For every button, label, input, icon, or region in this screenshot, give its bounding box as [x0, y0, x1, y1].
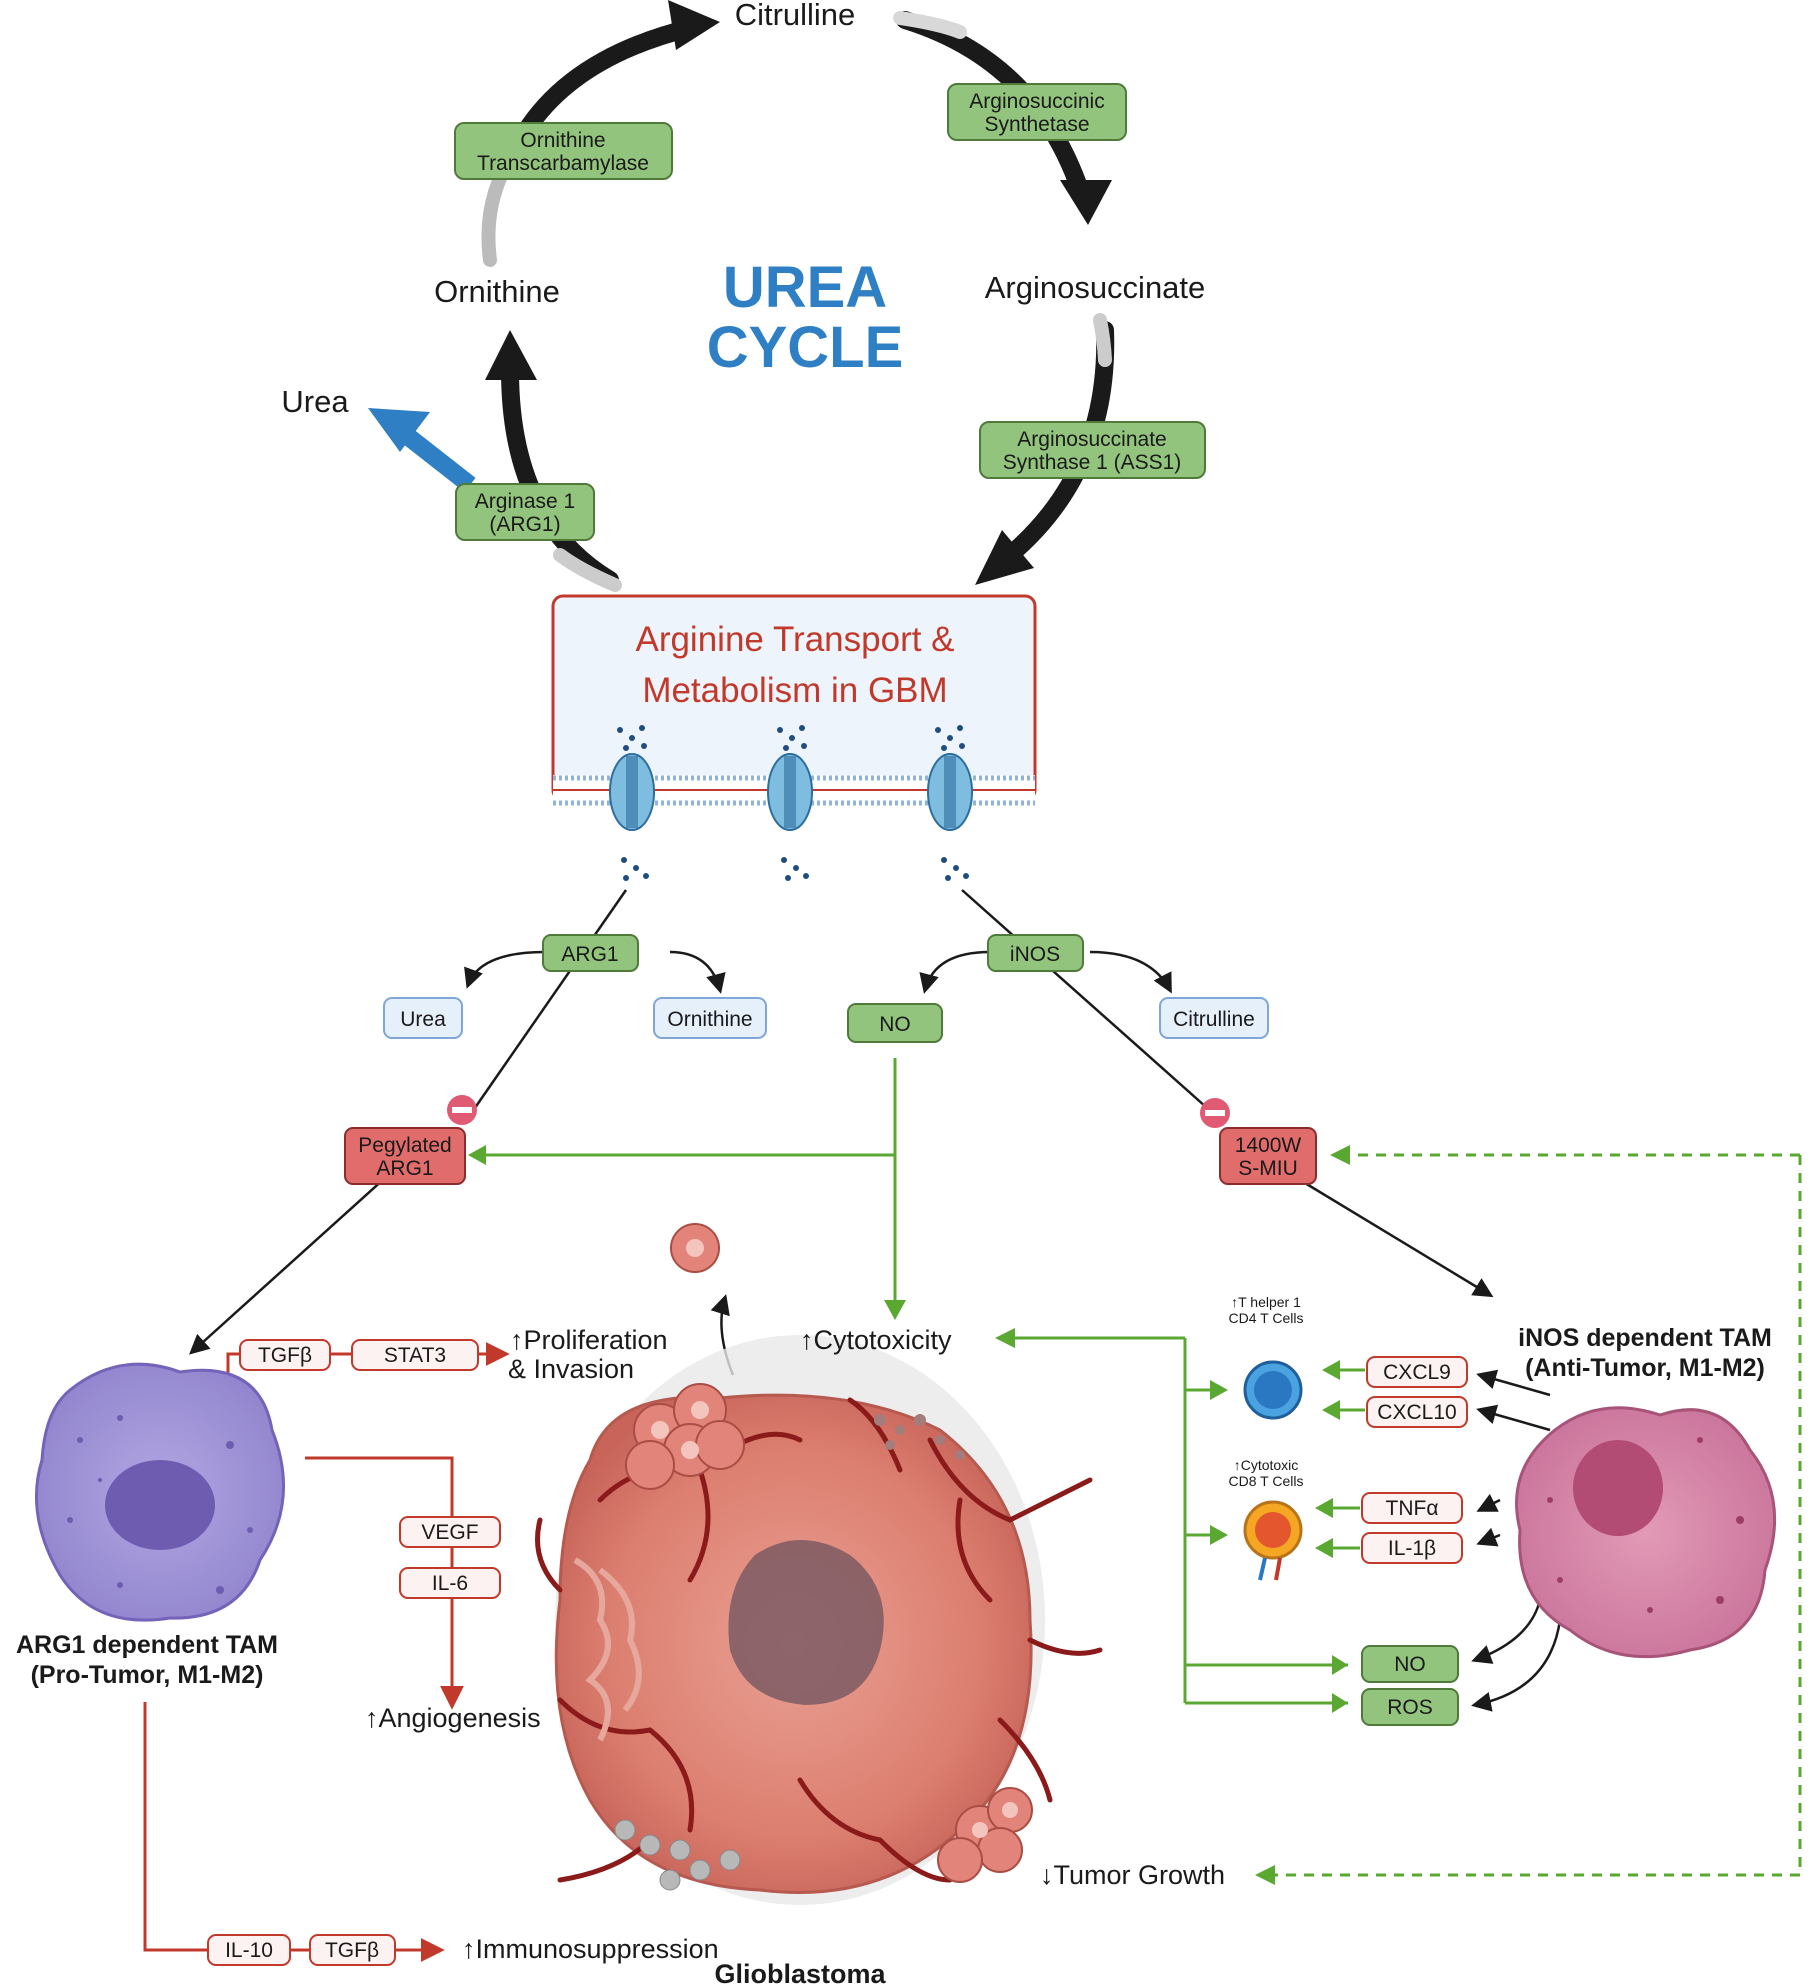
transporter-1 — [609, 725, 655, 881]
product-no: NO — [847, 1003, 943, 1043]
pegylated-line1: Pegylated — [358, 1134, 451, 1157]
cycle-arrowhead-arginine — [975, 530, 1034, 585]
th1-label-line1: ↑T helper 1 — [1231, 1294, 1301, 1310]
ctl-label-line2: CD8 T Cells — [1229, 1473, 1304, 1489]
cytokine-box-tnfa: TNFα — [1361, 1492, 1463, 1524]
metabolite-citrulline: Citrulline — [735, 0, 856, 32]
proliferation-label-line1: ↑Proliferation — [510, 1325, 668, 1355]
cytokine-box-il1b: IL-1β — [1361, 1532, 1463, 1564]
signal-box-il6: IL-6 — [399, 1567, 501, 1599]
cd8-t-cell — [1243, 1500, 1303, 1581]
inhibitor-line2: S-MIU — [1238, 1157, 1298, 1180]
cytotoxicity-label: ↑Cytotoxicity — [800, 1325, 952, 1355]
urea-cycle-title-line2: CYCLE — [707, 315, 904, 380]
glioblastoma-label: Glioblastoma — [714, 1959, 886, 1985]
inos-tam-title-line2: (Anti-Tumor, M1-M2) — [1525, 1354, 1765, 1382]
enzyme-box-arg1-cycle: Arginase 1 (ARG1) — [455, 483, 595, 541]
enzyme-box-inos: iNOS — [987, 934, 1084, 972]
cxcl10-label: CXCL10 — [1377, 1401, 1456, 1424]
gbm-transport-box: Arginine Transport & Metabolism in GBM — [551, 594, 1037, 881]
enzyme-box-arg1: ARG1 — [542, 934, 639, 972]
arg1-label: ARG1 — [561, 943, 618, 966]
metabolite-ornithine: Ornithine — [434, 274, 560, 309]
proliferation-label-line2: & Invasion — [508, 1354, 634, 1384]
signal-box-il10: IL-10 — [207, 1934, 291, 1966]
glioblastoma-tumor — [535, 1223, 1103, 1905]
arg1-tam-title-line2: (Pro-Tumor, M1-M2) — [31, 1661, 264, 1689]
cd4-t-cell — [1243, 1360, 1303, 1420]
immunosuppression-label: ↑Immunosuppression — [462, 1934, 719, 1964]
product-citrulline-label: Citrulline — [1173, 1008, 1255, 1031]
enzyme-as-line2: Synthetase — [984, 113, 1089, 136]
product-urea-label: Urea — [400, 1008, 446, 1031]
product-box-no-right: NO — [1361, 1645, 1459, 1683]
signaling-connectors — [143, 1342, 510, 1962]
cxcl9-label: CXCL9 — [1383, 1361, 1451, 1384]
product-citrulline: Citrulline — [1159, 997, 1269, 1039]
arg1-tam-title-line1: ARG1 dependent TAM — [16, 1631, 278, 1659]
cycle-arrowhead-citrulline — [668, 0, 720, 50]
enzyme-arg1-line2: (ARG1) — [489, 513, 560, 536]
gbm-box-title-line2: Metabolism in GBM — [642, 671, 947, 710]
metabolite-urea: Urea — [281, 384, 349, 419]
product-ornithine: Ornithine — [653, 997, 767, 1039]
metabolite-arginosuccinate: Arginosuccinate — [985, 270, 1206, 305]
product-box-ros: ROS — [1361, 1688, 1459, 1726]
inhibitor-1400w: 1400W S-MIU — [1219, 1127, 1317, 1185]
vegf-label: VEGF — [421, 1521, 478, 1544]
cytokine-box-cxcl9: CXCL9 — [1366, 1356, 1468, 1388]
inos-label: iNOS — [1010, 943, 1060, 966]
urea-release-arrowhead — [368, 408, 430, 452]
stat3-label: STAT3 — [384, 1344, 446, 1367]
enzyme-ass1-line1: Arginosuccinate — [1017, 428, 1166, 451]
signal-box-tgfb: TGFβ — [239, 1339, 331, 1371]
il6-label: IL-6 — [432, 1572, 468, 1595]
enzyme-box-arginosuccinic-synthetase: Arginosuccinic Synthetase — [947, 83, 1127, 141]
enzyme-otc-line2: Transcarbamylase — [477, 152, 649, 175]
enzyme-as-line1: Arginosuccinic — [969, 90, 1104, 113]
arg1-tam-cell — [34, 1362, 286, 1622]
enzyme-box-ass1: Arginosuccinate Synthase 1 (ASS1) — [979, 421, 1206, 479]
gbm-box-title-line1: Arginine Transport & — [635, 620, 954, 659]
urea-release-arrow — [404, 430, 476, 493]
cytokine-box-cxcl10: CXCL10 — [1366, 1396, 1468, 1428]
pegylated-line2: ARG1 — [376, 1157, 433, 1180]
enzyme-box-otc: Ornithine Transcarbamylase — [454, 122, 673, 180]
signal-box-tgfb-2: TGFβ — [309, 1934, 396, 1966]
il10-label: IL-10 — [225, 1939, 273, 1962]
product-ornithine-label: Ornithine — [667, 1008, 752, 1031]
angiogenesis-label: ↑Angiogenesis — [365, 1703, 541, 1733]
enzyme-ass1-line2: Synthase 1 (ASS1) — [1003, 451, 1182, 474]
minus-icon — [1200, 1098, 1230, 1128]
ros-label: ROS — [1387, 1696, 1433, 1719]
activation-connectors — [468, 1058, 1802, 1885]
no-right-label: NO — [1394, 1653, 1426, 1676]
cycle-arrowhead-ornithine — [485, 330, 537, 380]
inhibitor-line1: 1400W — [1235, 1134, 1302, 1157]
transporter-2 — [767, 725, 813, 881]
product-urea: Urea — [383, 997, 463, 1039]
minus-icon — [447, 1095, 477, 1125]
tgfb-label: TGFβ — [258, 1344, 312, 1367]
inos-tam-cell — [1515, 1406, 1777, 1659]
tnfa-label: TNFα — [1386, 1497, 1439, 1520]
inhibitor-pegylated-arg1: Pegylated ARG1 — [344, 1127, 466, 1185]
enzyme-otc-line1: Ornithine — [520, 129, 605, 152]
signal-box-stat3: STAT3 — [351, 1339, 479, 1371]
th1-label-line2: CD4 T Cells — [1229, 1310, 1304, 1326]
tgfb2-label: TGFβ — [325, 1939, 379, 1962]
ctl-label-line1: ↑Cytotoxic — [1234, 1457, 1299, 1473]
cycle-arrowhead-arginosuccinate — [1060, 180, 1112, 225]
urea-cycle: Citrulline Ornithine Arginosuccinate Ure… — [281, 0, 1206, 592]
inos-tam-title-line1: iNOS dependent TAM — [1518, 1324, 1772, 1352]
signal-box-vegf: VEGF — [399, 1516, 501, 1548]
transporter-3 — [927, 725, 973, 881]
il1b-label: IL-1β — [1388, 1537, 1436, 1560]
urea-cycle-title-line1: UREA — [723, 255, 887, 320]
product-no-label: NO — [879, 1013, 911, 1036]
enzyme-arg1-line1: Arginase 1 — [475, 490, 575, 513]
tumor-growth-label: ↓Tumor Growth — [1040, 1860, 1225, 1890]
